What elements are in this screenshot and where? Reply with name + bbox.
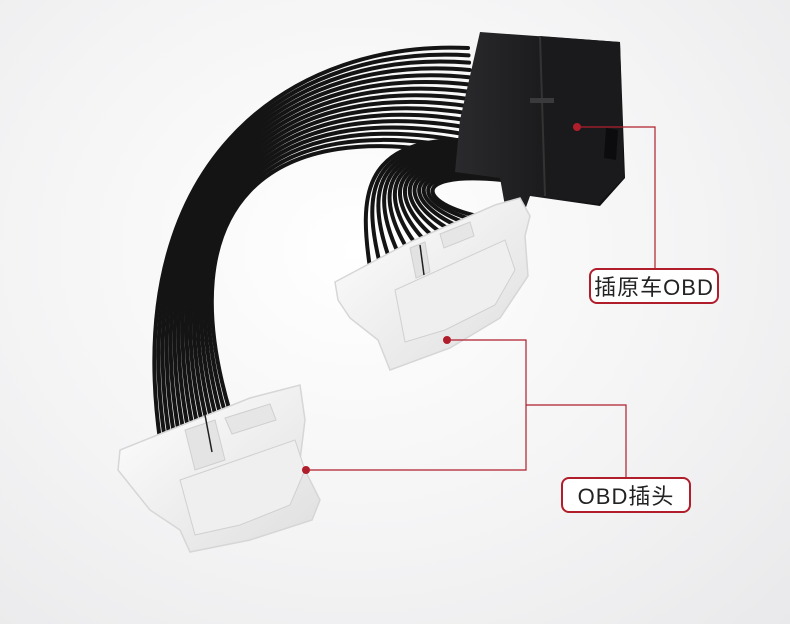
cable-wire [164, 66, 472, 437]
cable-wire [209, 144, 478, 414]
callout-obd-plug: OBD插头 [561, 477, 691, 513]
cable-wire [156, 52, 471, 441]
cable-wire [376, 144, 471, 263]
cable-wire [392, 153, 480, 252]
cable-wire [398, 156, 483, 248]
cable-bundle-long [152, 45, 478, 442]
white-obd-plug-left [117, 384, 321, 553]
cable-wire [176, 86, 474, 431]
cable-wire [387, 150, 477, 256]
white-obd-plug-right [334, 197, 531, 371]
cable-wire [172, 80, 473, 433]
cable-wire [180, 93, 474, 429]
cable-wire [160, 59, 472, 439]
cable-wire [370, 141, 468, 267]
cable-wire [206, 137, 478, 416]
cable-wire [168, 73, 473, 435]
cable-wire [363, 138, 464, 270]
cable-wire [152, 45, 470, 442]
callout-original-car-obd: 插原车OBD [589, 268, 719, 304]
cable-wire [195, 119, 476, 422]
cable-wire [184, 99, 475, 428]
black-obd-connector [455, 32, 625, 210]
cable-wire [188, 106, 475, 426]
cable-wire [403, 159, 486, 245]
cable-wire [191, 112, 476, 424]
cable-wire [202, 131, 477, 418]
red-dot-markers [302, 123, 581, 474]
red-dot-marker [302, 466, 310, 474]
cable-wire [382, 147, 474, 259]
red-dot-marker [443, 336, 451, 344]
cable-wire [199, 125, 477, 420]
cable-wire [407, 162, 489, 241]
red-dot-marker [573, 123, 581, 131]
leader-lines [306, 126, 656, 477]
